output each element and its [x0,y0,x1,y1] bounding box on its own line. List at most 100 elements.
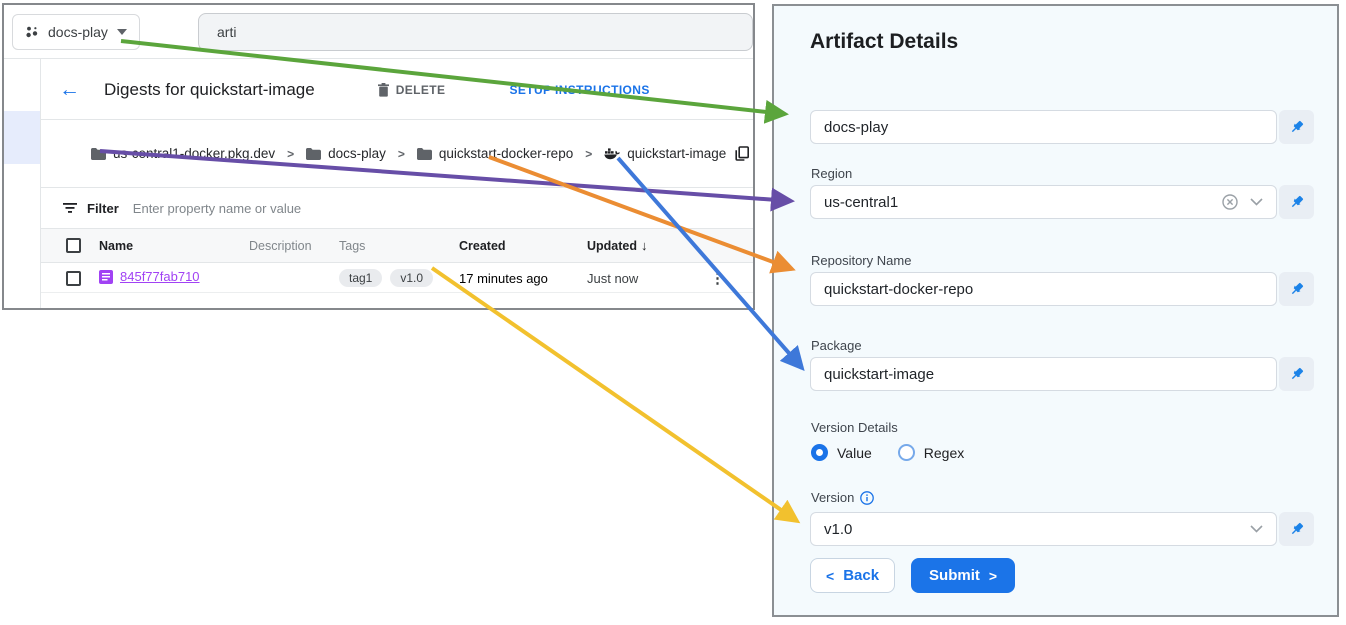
repository-label: Repository Name [811,253,912,268]
digest-link[interactable]: 845f77fab710 [99,269,200,284]
setup-instructions-button[interactable]: SETUP INSTRUCTIONS [509,83,649,97]
pin-icon [1291,522,1303,535]
back-arrow-icon[interactable]: ← [59,78,80,101]
delete-button[interactable]: DELETE [377,82,446,97]
project-selector-label: docs-play [48,24,108,40]
copy-icon[interactable] [735,146,750,161]
search-input-value: arti [217,24,237,40]
repository-field[interactable]: quickstart-docker-repo [810,272,1277,306]
breadcrumb-separator: > [287,146,295,161]
folder-icon [416,147,432,160]
version-field[interactable]: v1.0 [810,512,1277,546]
pin-button[interactable] [1279,110,1314,144]
repository-field-value: quickstart-docker-repo [824,280,974,298]
pin-icon [1291,282,1303,295]
breadcrumb-label: us-central1-docker.pkg.dev [113,146,276,161]
pin-button[interactable] [1279,512,1314,546]
breadcrumb-label: quickstart-image [627,146,727,161]
tag-badge: tag1 [339,269,383,287]
breadcrumb-item-host[interactable]: us-central1-docker.pkg.dev [91,146,275,161]
info-icon[interactable] [860,490,875,505]
repository-field-group: quickstart-docker-repo [810,272,1314,306]
delete-button-label: DELETE [395,82,446,97]
column-header-updated[interactable]: Updated [587,238,637,253]
filter-icon [63,203,77,213]
page-header: ← Digests for quickstart-image DELETE SE… [41,60,753,119]
submit-button[interactable]: Submit > [911,558,1016,593]
radio-value-label: Value [837,444,872,461]
region-field[interactable]: us-central1 [810,185,1277,219]
pin-icon [1291,120,1303,133]
region-field-value: us-central1 [824,193,899,211]
filter-bar: Filter Enter property name or value [41,188,753,228]
pin-icon [1291,367,1303,380]
package-field-group: quickstart-image [810,357,1314,391]
panel-buttons: < Back Submit > [810,558,1016,593]
table-row: 845f77fab710 tag1 v1.0 17 minutes ago Ju… [41,264,753,293]
version-field-value: v1.0 [824,520,853,538]
updated-cell: Just now [587,270,639,286]
divider [41,119,753,120]
chevron-down-icon[interactable] [1250,198,1263,206]
folder-icon [306,147,322,160]
filter-input[interactable]: Enter property name or value [132,200,302,216]
breadcrumb: us-central1-docker.pkg.dev > docs-play >… [41,120,753,187]
version-badge: v1.0 [390,269,434,287]
breadcrumb-separator: > [397,146,405,161]
breadcrumb-label: quickstart-docker-repo [438,146,574,161]
radio-unselected-icon [897,444,915,461]
column-header-description: Description [249,238,312,253]
pin-button[interactable] [1279,357,1314,391]
filter-label: Filter [87,200,119,216]
digest-icon [99,269,113,284]
nav-selected-indicator[interactable] [4,111,40,164]
trash-icon [377,82,389,97]
pin-icon [1291,195,1303,208]
search-input[interactable]: arti [198,13,753,51]
panel-title: Artifact Details [810,30,959,53]
project-field-value: docs-play [824,118,889,136]
submit-button-label: Submit [929,567,980,584]
version-label: Version [811,490,855,505]
project-field-group: docs-play [810,110,1314,144]
radio-option-value[interactable]: Value [811,444,872,461]
sort-descending-icon[interactable]: ↓ [641,238,648,253]
project-field[interactable]: docs-play [810,110,1277,144]
console-topbar: docs-play arti [4,5,753,59]
table-header: Name Description Tags Created Updated ↓ [41,228,753,263]
clear-icon[interactable] [1222,194,1238,210]
breadcrumb-item-repository[interactable]: quickstart-docker-repo [416,146,574,161]
version-field-group: v1.0 [810,512,1314,546]
row-checkbox[interactable] [66,270,81,286]
pin-button[interactable] [1279,272,1314,306]
breadcrumb-separator: > [585,146,593,161]
pin-button[interactable] [1279,185,1314,219]
column-header-name[interactable]: Name [99,238,134,253]
package-field[interactable]: quickstart-image [810,357,1277,391]
row-menu-icon[interactable]: ⋮ [710,269,725,287]
chevron-left-icon: < [826,567,835,584]
artifact-details-panel: Artifact Details docs-play Region us-ce [772,4,1339,617]
select-all-checkbox[interactable] [66,238,81,253]
column-header-created[interactable]: Created [459,238,506,253]
cloud-console-screenshot: docs-play arti ← Digests for quickstart-… [2,3,755,310]
breadcrumb-item-image[interactable]: quickstart-image [604,146,726,161]
chevron-right-icon: > [988,567,998,584]
digest-link-label: 845f77fab710 [120,269,200,285]
column-header-tags: Tags [339,238,366,253]
back-button[interactable]: < Back [810,558,896,593]
region-label: Region [811,166,853,181]
radio-option-regex[interactable]: Regex [897,444,964,461]
breadcrumb-label: docs-play [328,146,386,161]
package-field-value: quickstart-image [824,365,935,383]
radio-selected-icon [811,444,828,461]
page-title: Digests for quickstart-image [104,79,315,99]
region-field-group: us-central1 [810,185,1314,219]
back-button-label: Back [843,567,880,584]
version-label-row: Version [811,490,875,505]
docker-whale-icon [604,148,621,160]
breadcrumb-item-project[interactable]: docs-play [306,146,386,161]
project-selector[interactable]: docs-play [12,14,140,50]
chevron-down-icon[interactable] [1250,525,1263,533]
